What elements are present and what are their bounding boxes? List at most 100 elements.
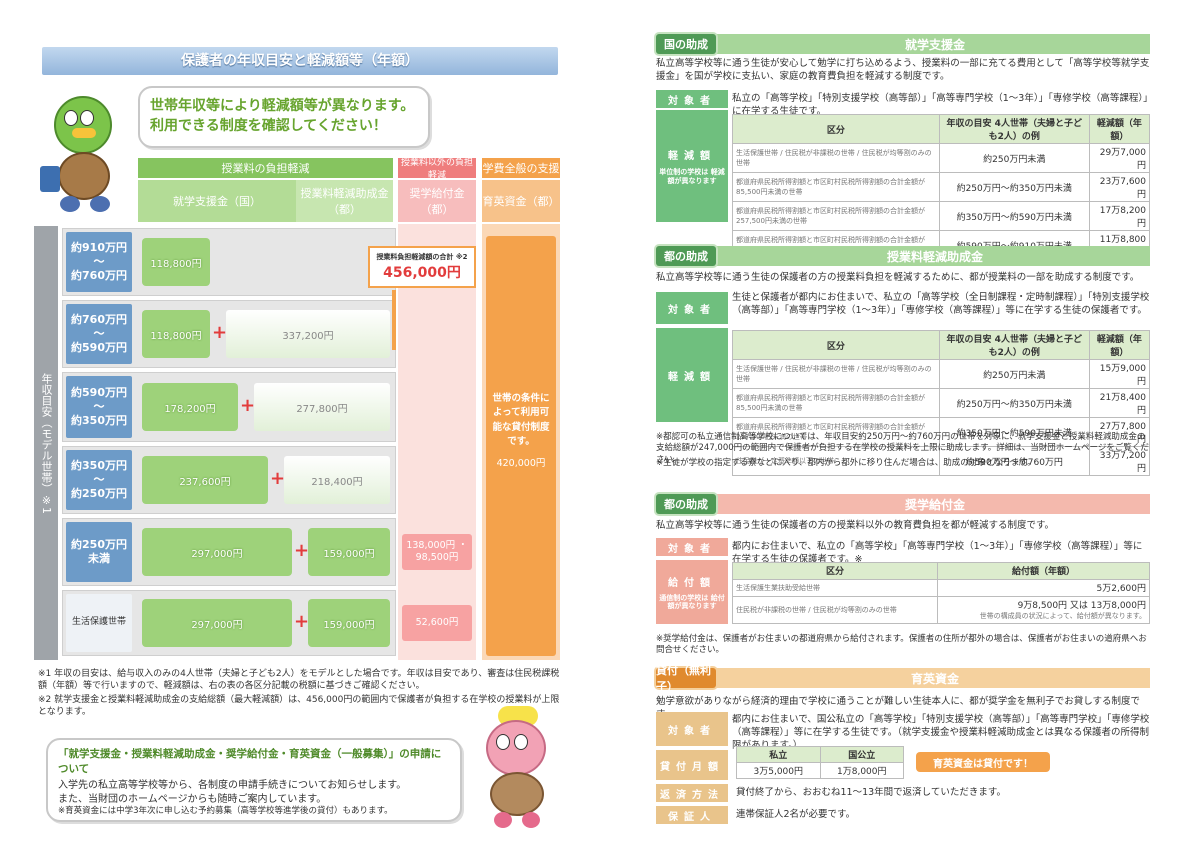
header-other-than-tuition: 授業料以外の負担軽減: [398, 158, 476, 181]
header-ikuei: 育英資金（都）: [482, 180, 560, 222]
s1-target: 私立の「高等学校」「特別支援学校（高等部）」「高等専門学校（1〜3年）」「専修学…: [732, 93, 1148, 117]
s4-tag: 貸付（無利子）: [656, 664, 716, 693]
left-note-1: ※1 年収の目安は、給与収入のみの4人世帯（夫婦と子ども2人）をモデルとした場合…: [38, 669, 560, 692]
income-range-text: 約760万円: [71, 313, 127, 327]
total-reduction-value: 456,000円: [383, 265, 461, 281]
s3-target: 都内にお住まいで、私立の「高等学校」「高等専門学校（1〜3年）」「専修学校（高等…: [732, 541, 1143, 565]
income-range-label: 約350万円〜約250万円: [66, 450, 132, 510]
income-range-text: 約250万円: [71, 538, 127, 552]
pink-mascot-image: [474, 706, 558, 830]
category-cell: 生活保護生業扶助受給世帯: [731, 578, 939, 597]
amount-cell: 21万8,400円: [1088, 388, 1151, 418]
loan-badge: 育英資金は貸付です！: [916, 752, 1050, 772]
category-cell: 都道府県民税所得割額と市区町村民税所得割額の合計金額が257,500円未満の世帯: [732, 417, 940, 447]
s1-tag: 国の助成: [656, 34, 716, 54]
amount-cell: 33万7,200円: [1088, 446, 1151, 476]
application-line-1: 入学先の私立高等学校等から、各制度の申請手続きについてお知らせします。: [58, 780, 407, 791]
s4-repay: 貸付終了から、おおむね11〜13年間で返済していただきます。: [736, 787, 1006, 798]
col-header: 年収の目安 4人世帯（夫婦と子ども2人）の例: [938, 114, 1090, 144]
table-row: 都道府県民税所得割額と市区町村民税所得割額の合計金額が257,500円未満の世帯…: [732, 201, 1151, 231]
s1-table: 区分年収の目安 4人世帯（夫婦と子ども2人）の例軽減額（年額）生活保護世帯 / …: [732, 114, 1151, 260]
ikuei-value: 420,000円: [496, 458, 546, 469]
table-row: 都道府県民税所得割額と市区町村民税所得割額の合計金額が85,500円未満の世帯約…: [732, 388, 1151, 418]
s4-loan-label: 貸付月額: [656, 750, 728, 780]
amount-cell: 17万8,200円: [1088, 201, 1151, 231]
header-jugyoryo: 授業料軽減助成金（都）: [296, 180, 393, 222]
income-cell: 約250万円〜約350万円未満: [938, 388, 1090, 418]
category-cell: 都道府県民税所得割額と市区町村民税所得割額の合計金額が85,500円未満の世帯: [732, 172, 940, 202]
table-row: 都道府県民税所得割額と市区町村民税所得割額の合計金額が257,500円未満の世帯…: [732, 417, 1151, 447]
loan-col-private: 私立: [736, 746, 821, 763]
col-header: 年収の目安 4人世帯（夫婦と子ども2人）の例: [938, 330, 1090, 360]
income-cell: 約590万円〜約760万円: [938, 446, 1090, 476]
application-info-bubble: 「就学支援金・授業料軽減助成金・奨学給付金・育英資金（一般募集）」の申請について…: [46, 738, 462, 822]
income-range-text: 約760万円: [71, 268, 127, 282]
total-reduction-box: 授業料負担軽減額の合計 ※2 456,000円: [368, 246, 476, 288]
jugyoryo-bar: 159,000円: [308, 599, 390, 647]
category-cell: 住民税が非課税の世帯 / 住民税が均等割のみの世帯: [731, 595, 939, 625]
income-cell: 約350万円〜約590万円未満: [938, 201, 1090, 231]
s1-title: 就学支援金: [904, 37, 965, 52]
income-range-text: 約350万円: [71, 459, 127, 473]
table-row: 生活保護世帯 / 住民税が非課税の世帯 / 住民税が均等割のみの世帯約250万円…: [732, 143, 1151, 173]
s2-table: 区分年収の目安 4人世帯（夫婦と子ども2人）の例軽減額（年額） 生活保護世帯 / …: [732, 330, 1151, 476]
s3-description: 私立高等学校等に通う生徒の保護者の方の授業料以外の教育費負担を都が軽減する制度で…: [656, 520, 1055, 531]
income-range-text: 〜: [93, 327, 105, 341]
plus-icon: +: [270, 468, 286, 489]
income-range-text: 約590万円: [71, 340, 127, 354]
table-row: 都道府県民税所得割額と市区町村民税所得割額の合計金額が85,500円未満の世帯約…: [732, 172, 1151, 202]
amount-cell: 9万8,500円 又は 13万8,000円世帯の構成員の状況によって、給付額が異…: [937, 595, 1150, 625]
shogaku-bar: 52,600円: [402, 605, 472, 641]
income-range-label: 約910万円〜約760万円: [66, 232, 132, 292]
s4-guarantor-label: 保証人: [656, 806, 728, 824]
loan-col-public: 国公立: [819, 746, 904, 763]
income-cell: 約350万円〜約590万円未満: [938, 417, 1090, 447]
col-header: 給付額（年額）: [937, 562, 1150, 580]
green-mascot-image: [40, 96, 132, 214]
s2-amount-label: 軽減額: [656, 328, 728, 422]
total-reduction-label: 授業料負担軽減額の合計 ※2: [376, 253, 468, 261]
amount-cell: 15万9,000円: [1088, 359, 1151, 389]
plus-icon: +: [240, 395, 256, 416]
category-cell: 都道府県民税所得割額と市区町村民税所得割額の合計金額が85,500円未満の世帯: [732, 388, 940, 418]
application-line-3: ※育英資金には中学3年次に申し込む予約募集（高等学校等進学後の貸付）もあります。: [58, 806, 393, 816]
col-header: 区分: [732, 330, 940, 360]
ikuei-text: 世帯の条件によって利用可能な貸付制度です。: [492, 393, 550, 447]
s1-amount-label: 軽減額 単位制の学校は 軽減額が異なります: [656, 110, 728, 222]
income-range-text: 〜: [93, 473, 105, 487]
s2-description: 私立高等学校等に通う生徒の保護者の方の授業料負担を軽減するために、都が授業料の一…: [656, 272, 1140, 283]
col-header: 区分: [731, 562, 939, 580]
income-range-text: 未満: [88, 552, 110, 565]
col-header: 軽減額（年額）: [1088, 114, 1151, 144]
amount-cell: 23万7,600円: [1088, 172, 1151, 202]
jugyoryo-bar: 277,800円: [254, 383, 390, 431]
jugyoryo-bar: 218,400円: [284, 456, 390, 504]
shugaku-bar: 118,800円: [142, 310, 210, 358]
s4-repay-label: 返済方法: [656, 784, 728, 802]
ikuei-column-bar: [486, 236, 556, 656]
shugaku-bar: 118,800円: [142, 238, 210, 286]
category-cell: 生活保護世帯 / 住民税が非課税の世帯 / 住民税が均等割のみの世帯: [732, 359, 940, 389]
s3-note: ※奨学給付金は、保護者がお住まいの都道府県から給付されます。保護者の住所が都外の…: [656, 634, 1147, 656]
income-range-label: 約760万円〜約590万円: [66, 304, 132, 364]
col-header: 軽減額（年額）: [1088, 330, 1151, 360]
header-shogaku: 奨学給付金（都）: [398, 180, 476, 222]
s4-target: 都内にお住まいで、国公私立の「高等学校」「特別支援学校（高等部）」「高等専門学校…: [732, 714, 1150, 751]
income-cell: 約250万円未満: [938, 143, 1090, 173]
s3-tag: 都の助成: [656, 494, 716, 514]
s2-title: 授業料軽減助成金: [886, 249, 983, 264]
s2-note-2: ※生徒が学校の指定する寮などに入り、都内から都外に移り住んだ場合は、助成の対象と…: [656, 458, 1036, 468]
s2-target-label: 対象者: [656, 292, 728, 324]
shugaku-bar: 237,600円: [142, 456, 268, 504]
plus-icon: +: [294, 540, 310, 561]
application-title: 「就学支援金・授業料軽減助成金・奨学給付金・育英資金（一般募集）」の申請について: [58, 748, 442, 775]
left-page-title: 保護者の年収目安と軽減額等（年額）: [42, 47, 558, 75]
s3-target-label: 対象者: [656, 538, 728, 556]
category-cell: 住民税が一定基準額以下の世帯: [732, 446, 940, 476]
amount-cell: 29万7,000円: [1088, 143, 1151, 173]
